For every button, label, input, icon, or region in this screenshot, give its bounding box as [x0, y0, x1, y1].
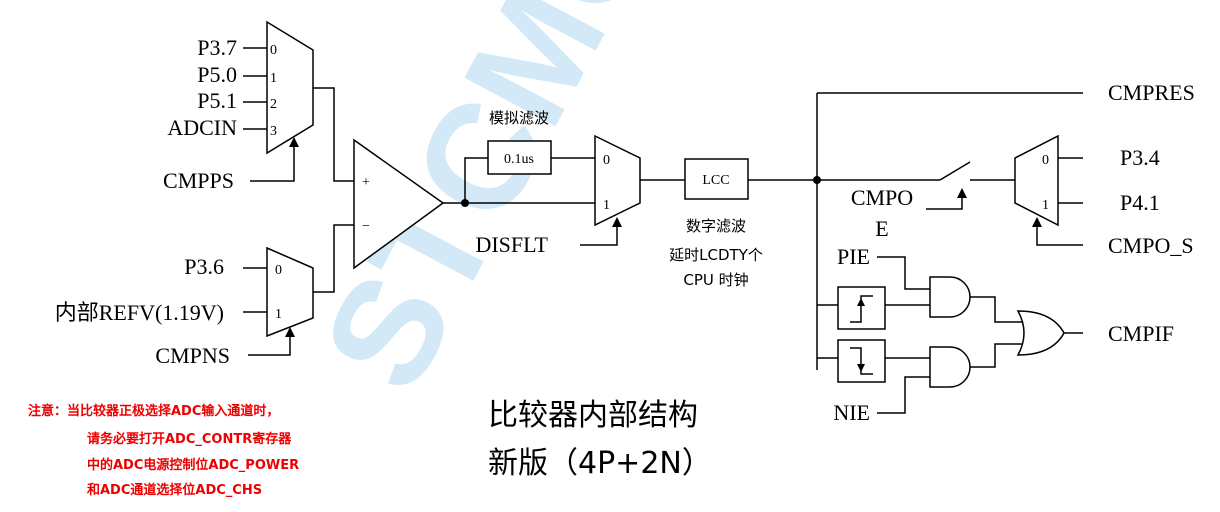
note-line-4: 和ADC通道选择位ADC_CHS [87, 482, 262, 498]
pin-label-p34: P3.4 [1120, 145, 1160, 170]
mux-select-2: 2 [270, 97, 277, 112]
label-cmpoe-2: E [875, 216, 888, 241]
neg-mux-select-1: 1 [275, 307, 282, 322]
rising-edge-icon [850, 295, 873, 323]
digital-filter-title: 数字滤波 [686, 217, 746, 235]
mux-select-3: 3 [270, 124, 277, 139]
or-gate [1016, 310, 1065, 356]
output-demux [1014, 134, 1059, 227]
out-mux-select-0: 0 [1042, 153, 1049, 168]
wire-cmpns [248, 332, 291, 356]
note-line-2: 请务必要打开ADC_CONTR寄存器 [87, 431, 292, 447]
wire-neg-mux-out [313, 224, 354, 293]
falling-edge-icon [850, 347, 873, 375]
analog-filter-title: 模拟滤波 [489, 109, 549, 127]
pin-label-p37: P3.7 [197, 35, 237, 60]
wire-cmpo-s [1036, 222, 1083, 246]
comparator-triangle [353, 138, 445, 270]
label-cmpps: CMPPS [163, 168, 234, 193]
wire-and1-to-or [970, 296, 1024, 323]
lcc-label: LCC [702, 173, 729, 188]
pin-label-p41: P4.1 [1120, 190, 1160, 215]
filter-select-mux [594, 134, 641, 227]
and-gate-pie [929, 276, 971, 318]
wire-and2-to-or [970, 343, 1024, 368]
pin-label-p50: P5.0 [197, 62, 237, 87]
switch-blade [939, 161, 971, 181]
diagram-title-line-2: 新版（4P+2N） [488, 446, 712, 481]
comparator-minus: − [362, 219, 370, 234]
label-cmpo-s: CMPO_S [1108, 233, 1194, 258]
filter-mux-select-1: 1 [603, 198, 610, 213]
label-pie: PIE [837, 244, 870, 269]
label-cmpoe-1: CMPO [851, 185, 913, 210]
label-cmpres: CMPRES [1108, 80, 1195, 105]
wire-disflt [580, 222, 618, 246]
comparator-plus: + [362, 175, 370, 190]
arrow-cmpns [285, 327, 295, 337]
pin-label-refv: 内部REFV(1.19V) [55, 300, 224, 325]
arrow-cmpoe [957, 188, 967, 198]
note-line-1: 注意：当比较器正极选择ADC输入通道时， [28, 403, 279, 419]
mux-select-0: 0 [270, 43, 277, 58]
digital-filter-desc-1: 延时LCDTY个 [669, 246, 763, 264]
label-nie: NIE [833, 400, 870, 425]
falling-edge-arrow [857, 364, 865, 372]
mux-select-1: 1 [270, 71, 277, 86]
digital-filter-desc-2: CPU 时钟 [683, 271, 748, 289]
out-mux-select-1: 1 [1042, 198, 1049, 213]
rising-edge-arrow [857, 298, 865, 306]
analog-filter-label: 0.1us [504, 152, 534, 167]
wire-cmpps [250, 142, 295, 182]
diagram-title-line-1: 比较器内部结构 [488, 398, 698, 433]
pin-label-p51: P5.1 [197, 88, 237, 113]
wire-to-analog-filter [464, 157, 488, 203]
arrow-disflt [612, 217, 622, 227]
and-gate-nie [929, 346, 971, 388]
lcc-box [684, 158, 749, 200]
analog-filter-box [487, 140, 552, 175]
positive-input-mux [266, 20, 314, 155]
wire-cmpoe [926, 193, 963, 210]
arrow-cmpo-s [1032, 217, 1042, 227]
wire-pos-mux-out [313, 87, 354, 182]
pin-label-p36: P3.6 [184, 254, 224, 279]
wire-nie [877, 376, 930, 414]
label-disflt: DISFLT [475, 232, 548, 257]
filter-mux-select-0: 0 [603, 153, 610, 168]
negative-input-mux [266, 246, 314, 338]
label-cmpns: CMPNS [155, 343, 230, 368]
neg-mux-select-0: 0 [275, 263, 282, 278]
note-line-3: 中的ADC电源控制位ADC_POWER [87, 457, 299, 473]
pin-label-adcin: ADCIN [167, 115, 237, 140]
arrow-cmpps [289, 137, 299, 147]
label-cmpif: CMPIF [1108, 321, 1174, 346]
wire-pie [877, 256, 930, 290]
